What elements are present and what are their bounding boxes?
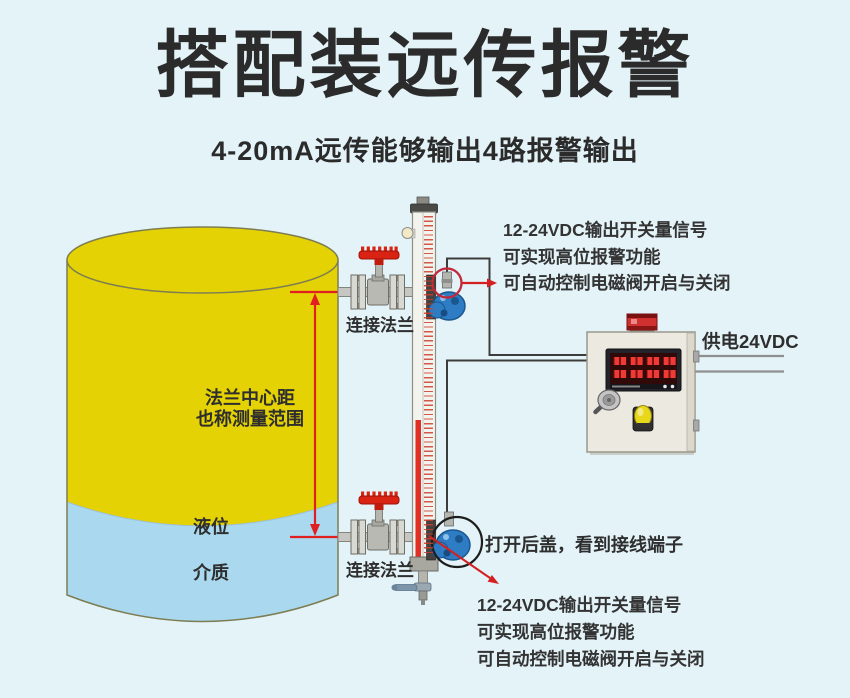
top-flange-label: 连接法兰 xyxy=(346,316,414,335)
tank-outline xyxy=(66,260,339,623)
bottom-signal-line3: 可自动控制电磁阀开启与关闭 xyxy=(477,649,705,669)
yellow-button xyxy=(632,405,654,432)
gauge-top-port xyxy=(401,227,414,239)
storage-tank xyxy=(66,226,339,623)
top-signal-annotation: 12-24VDC输出开关量信号 可实现高位报警功能 可自动控制电磁阀开启与关闭 xyxy=(503,217,731,297)
liquid-level-line xyxy=(66,501,339,527)
top-signal-line1: 12-24VDC输出开关量信号 xyxy=(503,220,708,240)
top-signal-line3: 可自动控制电磁阀开启与关闭 xyxy=(503,273,731,293)
panel-hinge-bottom xyxy=(693,419,700,432)
bottom-signal-line2: 可实现高位报警功能 xyxy=(477,622,635,642)
tank-body-yellow xyxy=(67,260,338,526)
display-button-2 xyxy=(670,384,675,389)
tank-top-ellipse xyxy=(66,226,339,294)
bottom-signal-line1: 12-24VDC输出开关量信号 xyxy=(477,595,682,615)
gauge-scale-ticks xyxy=(424,216,433,554)
gauge-red-indicator xyxy=(415,420,421,557)
callout-arrow-top xyxy=(462,278,497,288)
open-cover-label: 打开后盖，看到接线端子 xyxy=(485,535,683,555)
digital-display xyxy=(605,348,682,392)
isolation-valve-top xyxy=(337,246,415,310)
tank-liquid-blue xyxy=(67,502,338,622)
signal-wires xyxy=(446,257,587,521)
panel-door-edge xyxy=(686,332,695,452)
callout-arrow-bottom xyxy=(428,535,499,584)
medium-label: 介质 xyxy=(193,563,229,583)
isolation-valve-bottom xyxy=(337,491,415,555)
range-label-line1: 法兰中心距 xyxy=(205,388,295,408)
range-label: 法兰中心距 也称测量范围 xyxy=(170,388,330,430)
bottom-flange-label: 连接法兰 xyxy=(346,561,414,580)
power-supply-label: 供电24VDC xyxy=(702,331,799,352)
wire-top-transmitter xyxy=(446,257,587,356)
page-subtitle: 4-20mA远传能够输出4路报警输出 xyxy=(211,136,639,166)
wire-bottom-transmitter xyxy=(446,359,587,521)
bottom-signal-annotation: 12-24VDC输出开关量信号 可实现高位报警功能 可自动控制电磁阀开启与关闭 xyxy=(477,592,705,673)
power-wires xyxy=(695,354,784,373)
drain-valve xyxy=(391,582,432,605)
transmitter-top xyxy=(426,267,497,321)
panel-hinge-top xyxy=(693,350,700,363)
alarm-beacon xyxy=(626,313,658,334)
top-signal-line2: 可实现高位报警功能 xyxy=(503,246,661,267)
panel-shadow xyxy=(590,451,694,455)
range-label-line2: 也称测量范围 xyxy=(196,409,304,429)
display-digits xyxy=(613,357,676,378)
control-panel xyxy=(586,313,700,455)
key-switch xyxy=(593,389,621,415)
liquid-level-label: 液位 xyxy=(193,517,229,537)
page-title: 搭配装远传报警 xyxy=(155,25,695,106)
display-button-1 xyxy=(663,384,667,389)
